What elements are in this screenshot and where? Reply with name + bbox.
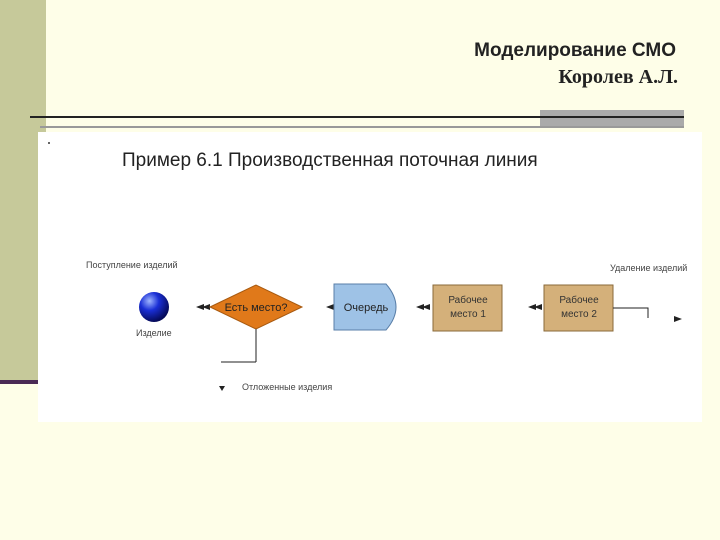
workplace-2-label-line1: Рабочее: [559, 294, 599, 306]
workplace-1-node: [432, 284, 503, 332]
item-label: Изделие: [136, 328, 172, 338]
deferred-label: Отложенные изделия: [242, 382, 333, 392]
flow-diagram: Есть место? Очередь Рабочее место 1 Рабо…: [48, 142, 682, 391]
header-decoration: [540, 110, 684, 126]
queue-node: [333, 283, 397, 331]
output-arrow-icon: [674, 316, 682, 322]
queue-label: Очередь: [344, 302, 389, 314]
arrow-icon: [422, 304, 430, 310]
diagram-panel: Пример 6.1 Производственная поточная лин…: [38, 132, 702, 422]
sidebar-accent-line: [0, 380, 46, 384]
workplace-1-label-line1: Рабочее: [448, 294, 488, 306]
arrow-icon: [326, 304, 334, 310]
arrow-icon: [202, 304, 210, 310]
header-dotted-rule: [40, 126, 684, 128]
workplace-1-label-line2: место 1: [450, 309, 486, 320]
slide-author: Королев А.Л.: [558, 66, 678, 88]
workplace-2-node: [543, 284, 614, 332]
slide-title: Моделирование СМО: [474, 40, 676, 61]
decision-node: [208, 284, 304, 330]
arrow-icon: [196, 304, 204, 310]
decision-label: Есть место?: [225, 302, 288, 314]
removal-label: Удаление изделий: [610, 263, 688, 273]
arrow-icon: [416, 304, 424, 310]
diagram-title: Пример 6.1 Производственная поточная лин…: [122, 150, 538, 171]
deferred-arrow-icon: [219, 386, 225, 391]
arrival-label: Поступление изделий: [86, 260, 178, 270]
arrow-icon: [534, 304, 542, 310]
arrow-icon: [528, 304, 536, 310]
item-ball-icon: [139, 292, 169, 322]
panel-marker: [48, 142, 50, 144]
header-rule: [30, 116, 684, 118]
workplace-2-label-line2: место 2: [561, 309, 597, 320]
output-connector: [613, 307, 649, 318]
